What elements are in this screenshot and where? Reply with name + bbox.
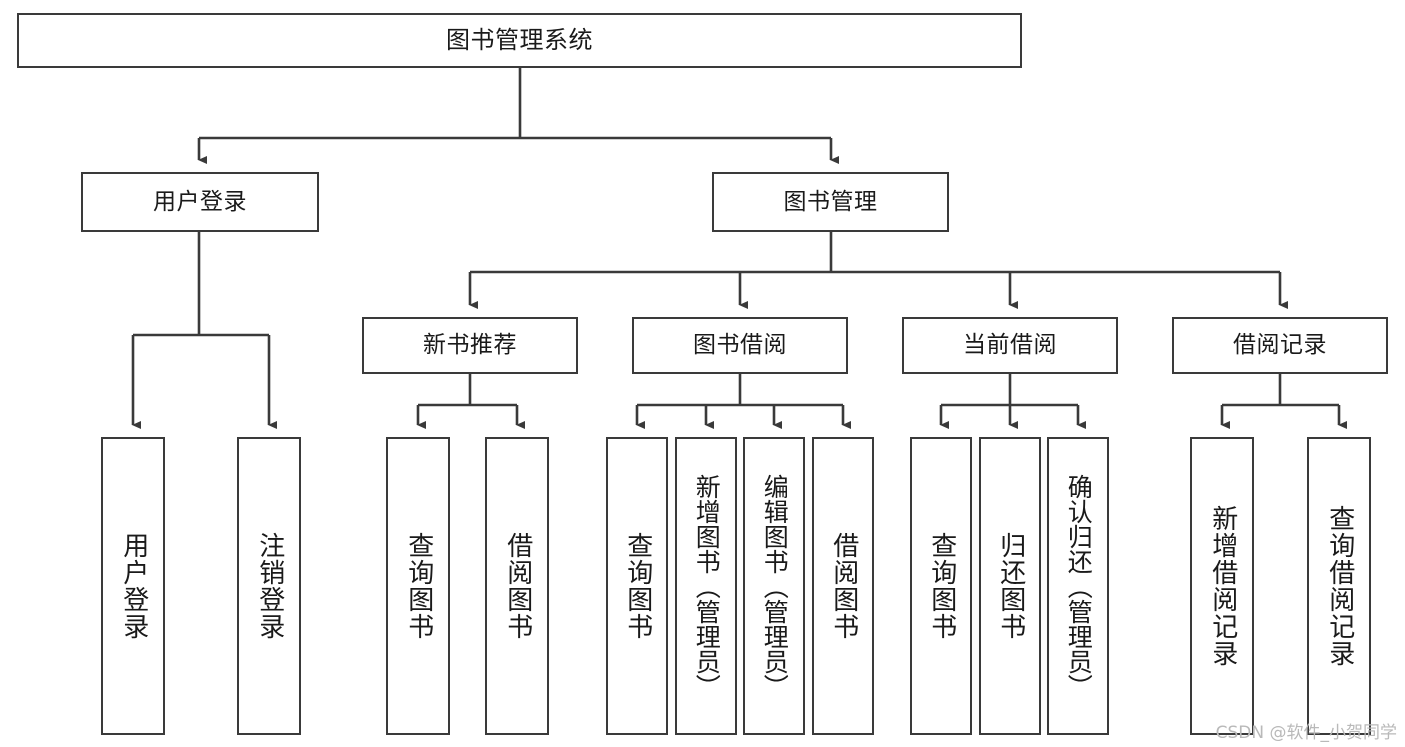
leaf-current-borrow-confirm-return[interactable]: 确认归还（管理员）: [1047, 437, 1109, 735]
node-label: 新书推荐: [423, 332, 517, 359]
node-label: 图书管理系统: [446, 25, 593, 54]
node-label: 查询图书: [926, 532, 957, 640]
leaf-book-borrow-add[interactable]: 新增图书（管理员）: [675, 437, 737, 735]
leaf-current-borrow-query[interactable]: 查询图书: [910, 437, 972, 735]
leaf-borrow-record-query[interactable]: 查询借阅记录: [1307, 437, 1371, 735]
node-book-management[interactable]: 图书管理: [712, 172, 949, 232]
node-label: 借阅图书: [828, 532, 859, 640]
node-label: 查询图书: [403, 532, 434, 640]
watermark-text: CSDN @软件_小贺同学: [1215, 723, 1397, 743]
node-label: 图书借阅: [693, 332, 787, 359]
leaf-book-borrow-edit[interactable]: 编辑图书（管理员）: [743, 437, 805, 735]
node-book-borrow[interactable]: 图书借阅: [632, 317, 848, 374]
leaf-current-borrow-return[interactable]: 归还图书: [979, 437, 1041, 735]
node-label: 注销登录: [254, 532, 285, 640]
node-label: 查询借阅记录: [1324, 505, 1355, 667]
node-label: 新增借阅记录: [1207, 505, 1238, 667]
node-user-login[interactable]: 用户登录: [81, 172, 319, 232]
node-label: 归还图书: [995, 532, 1026, 640]
leaf-borrow-record-add[interactable]: 新增借阅记录: [1190, 437, 1254, 735]
node-label: 用户登录: [153, 188, 247, 215]
node-label: 当前借阅: [963, 332, 1057, 359]
leaf-book-borrow-borrow[interactable]: 借阅图书: [812, 437, 874, 735]
node-label: 新增图书（管理员）: [692, 473, 722, 699]
node-label: 图书管理: [783, 188, 878, 215]
leaf-new-book-query[interactable]: 查询图书: [386, 437, 450, 735]
leaf-user-login-logout[interactable]: 注销登录: [237, 437, 301, 735]
node-label: 用户登录: [118, 532, 149, 640]
node-label: 借阅图书: [502, 532, 533, 640]
node-label: 确认归还（管理员）: [1064, 473, 1094, 699]
node-borrow-record[interactable]: 借阅记录: [1172, 317, 1388, 374]
node-root-system[interactable]: 图书管理系统: [17, 13, 1022, 68]
leaf-new-book-borrow[interactable]: 借阅图书: [485, 437, 549, 735]
node-label: 查询图书: [622, 532, 653, 640]
leaf-book-borrow-query[interactable]: 查询图书: [606, 437, 668, 735]
node-label: 编辑图书（管理员）: [760, 473, 790, 699]
node-label: 借阅记录: [1233, 332, 1327, 359]
node-current-borrow[interactable]: 当前借阅: [902, 317, 1118, 374]
leaf-user-login-login[interactable]: 用户登录: [101, 437, 165, 735]
node-new-book-recommend[interactable]: 新书推荐: [362, 317, 578, 374]
